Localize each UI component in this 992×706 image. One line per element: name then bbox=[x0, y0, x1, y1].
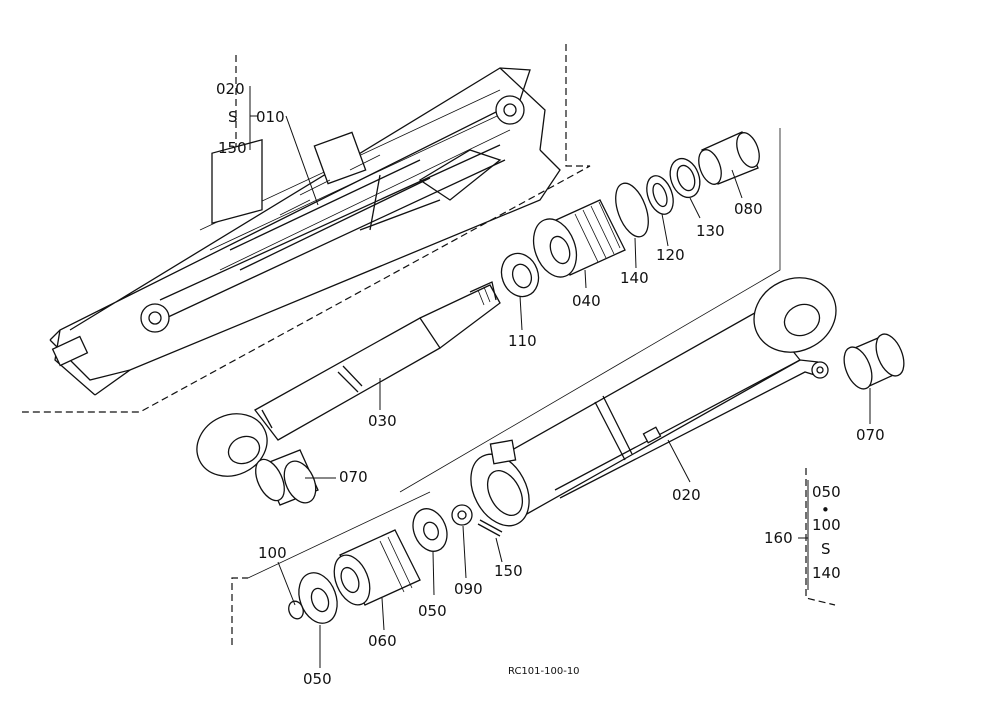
bushing-right bbox=[843, 333, 905, 390]
label-030: 030 bbox=[368, 412, 397, 430]
range-right-ref: 160 bbox=[764, 529, 793, 547]
drawing-code: RC101-100-10 bbox=[508, 666, 580, 677]
label-080: 080 bbox=[734, 200, 763, 218]
label-140: 140 bbox=[620, 269, 649, 287]
label-150: 150 bbox=[494, 562, 523, 580]
label-120: 120 bbox=[656, 246, 685, 264]
range-group-top: 020 S 150 bbox=[216, 80, 247, 157]
range-right-dot: • bbox=[821, 501, 830, 519]
bushing-left bbox=[255, 449, 319, 506]
cylinder-tube bbox=[470, 277, 837, 527]
leader-lines bbox=[249, 86, 871, 668]
callout-labels: 010 020 030 040 050 050 060 070 070 080 … bbox=[256, 108, 885, 688]
gland-and-rings bbox=[500, 131, 760, 298]
range-top-to: 150 bbox=[218, 139, 247, 157]
label-090: 090 bbox=[454, 580, 483, 598]
range-right-third: 140 bbox=[812, 564, 841, 582]
label-060: 060 bbox=[368, 632, 397, 650]
label-110: 110 bbox=[508, 332, 537, 350]
range-right-tilde: S bbox=[821, 540, 831, 558]
label-070-right: 070 bbox=[856, 426, 885, 444]
cylinder-assembly-frame bbox=[49, 67, 561, 396]
piston-rod bbox=[196, 281, 501, 477]
label-100: 100 bbox=[258, 544, 287, 562]
range-right-first: 050 bbox=[812, 483, 841, 501]
label-010: 010 bbox=[256, 108, 285, 126]
piston-parts bbox=[288, 504, 503, 624]
range-top-tilde: S bbox=[228, 108, 238, 126]
range-top-from: 020 bbox=[216, 80, 245, 98]
label-130: 130 bbox=[696, 222, 725, 240]
range-group-right: 050 • 100 S 140 160 bbox=[764, 483, 841, 582]
label-050-middle: 050 bbox=[418, 602, 447, 620]
range-right-second: 100 bbox=[812, 516, 841, 534]
label-050-bottom: 050 bbox=[303, 670, 332, 688]
label-020: 020 bbox=[672, 486, 701, 504]
label-070-left: 070 bbox=[339, 468, 368, 486]
label-040: 040 bbox=[572, 292, 601, 310]
